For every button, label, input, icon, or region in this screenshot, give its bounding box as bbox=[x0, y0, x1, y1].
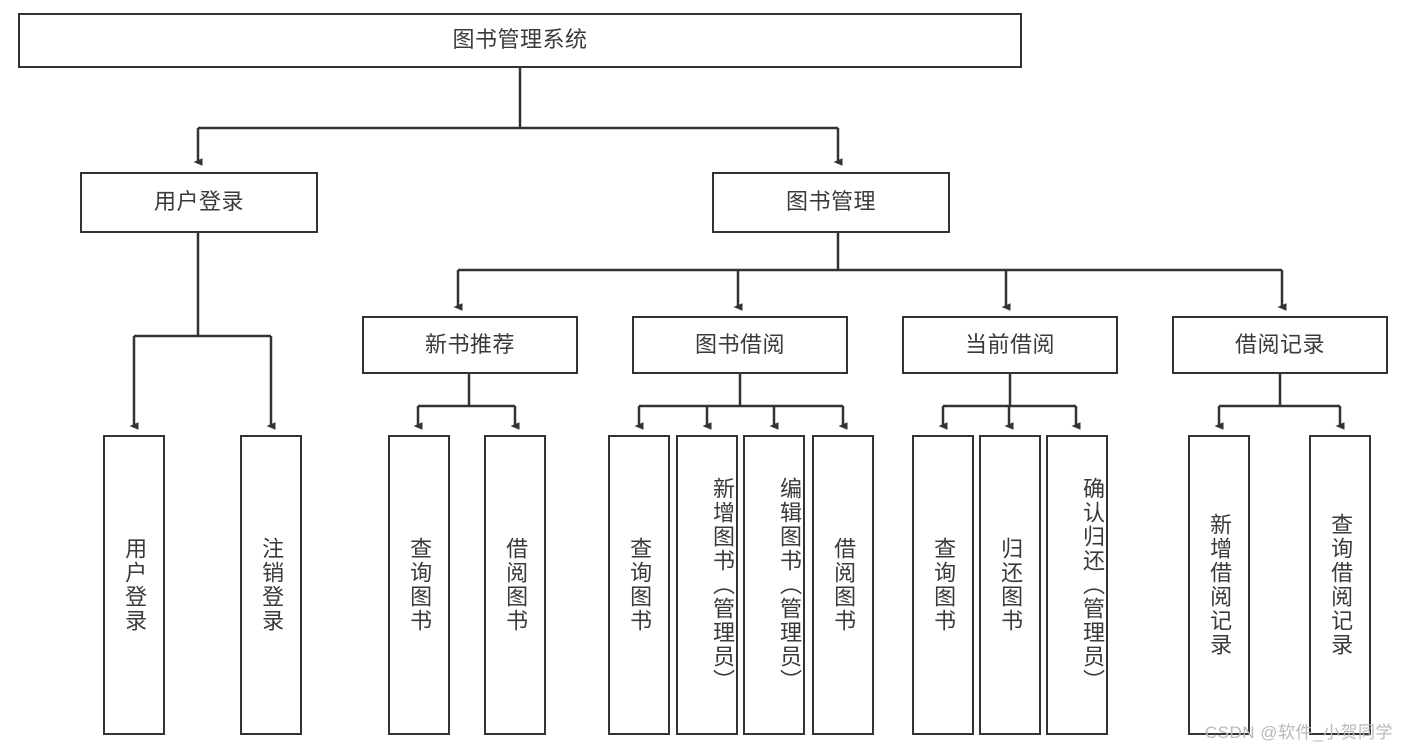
node-borrow-records[interactable]: 借阅记录 bbox=[1172, 316, 1388, 374]
edges-root-to-level1 bbox=[193, 68, 843, 166]
node-leaf-edit-book[interactable]: 编辑图书（管理员） bbox=[743, 435, 805, 735]
edges-new-book-to-leaves bbox=[413, 374, 520, 430]
node-user-login[interactable]: 用户登录 bbox=[80, 172, 318, 233]
node-root-system[interactable]: 图书管理系统 bbox=[18, 13, 1022, 68]
node-root-system-label: 图书管理系统 bbox=[452, 27, 588, 53]
node-leaf-add-borrow-record-label: 新增借阅记录 bbox=[1207, 513, 1233, 657]
node-book-management[interactable]: 图书管理 bbox=[712, 172, 950, 233]
edges-user-login-to-leaves bbox=[129, 233, 276, 430]
node-leaf-add-book-label: 新增图书（管理员） bbox=[710, 477, 735, 693]
csdn-watermark: CSDN @软件_小贺同学 bbox=[1204, 723, 1393, 742]
node-leaf-borrow-book[interactable]: 借阅图书 bbox=[812, 435, 874, 735]
node-leaf-query-book-current-label: 查询图书 bbox=[931, 537, 957, 633]
node-leaf-borrow-book-recommend[interactable]: 借阅图书 bbox=[484, 435, 546, 735]
node-leaf-query-book-borrow[interactable]: 查询图书 bbox=[608, 435, 670, 735]
node-leaf-borrow-book-recommend-label: 借阅图书 bbox=[503, 537, 529, 633]
node-borrow-records-label: 借阅记录 bbox=[1234, 331, 1325, 357]
node-current-borrow[interactable]: 当前借阅 bbox=[902, 316, 1118, 374]
node-leaf-query-book-current[interactable]: 查询图书 bbox=[912, 435, 974, 735]
node-leaf-logout-label: 注销登录 bbox=[259, 537, 285, 633]
node-book-borrow[interactable]: 图书借阅 bbox=[632, 316, 848, 374]
node-leaf-edit-book-label: 编辑图书（管理员） bbox=[777, 477, 802, 693]
node-book-management-label: 图书管理 bbox=[785, 189, 876, 215]
node-leaf-user-login[interactable]: 用户登录 bbox=[103, 435, 165, 735]
node-leaf-confirm-return[interactable]: 确认归还（管理员） bbox=[1046, 435, 1108, 735]
node-book-borrow-label: 图书借阅 bbox=[694, 331, 785, 357]
node-current-borrow-label: 当前借阅 bbox=[964, 331, 1055, 357]
node-leaf-logout[interactable]: 注销登录 bbox=[240, 435, 302, 735]
node-leaf-borrow-book-label: 借阅图书 bbox=[831, 537, 857, 633]
edges-current-borrow-to-leaves bbox=[938, 374, 1081, 430]
node-user-login-label: 用户登录 bbox=[153, 189, 244, 215]
edges-borrow-records-to-leaves bbox=[1214, 374, 1345, 430]
node-leaf-query-book-recommend-label: 查询图书 bbox=[407, 537, 433, 633]
node-leaf-query-book-borrow-label: 查询图书 bbox=[627, 537, 653, 633]
node-leaf-confirm-return-label: 确认归还（管理员） bbox=[1080, 477, 1105, 693]
node-leaf-query-book-recommend[interactable]: 查询图书 bbox=[388, 435, 450, 735]
edges-book-mgmt-to-level2 bbox=[453, 233, 1287, 311]
node-leaf-add-borrow-record[interactable]: 新增借阅记录 bbox=[1188, 435, 1250, 735]
node-leaf-return-book[interactable]: 归还图书 bbox=[979, 435, 1041, 735]
node-leaf-query-borrow-record[interactable]: 查询借阅记录 bbox=[1309, 435, 1371, 735]
node-leaf-return-book-label: 归还图书 bbox=[998, 537, 1024, 633]
node-new-book-recommend-label: 新书推荐 bbox=[424, 331, 515, 357]
node-leaf-user-login-label: 用户登录 bbox=[122, 537, 148, 633]
node-leaf-add-book[interactable]: 新增图书（管理员） bbox=[676, 435, 738, 735]
node-new-book-recommend[interactable]: 新书推荐 bbox=[362, 316, 578, 374]
edges-book-borrow-to-leaves bbox=[634, 374, 848, 430]
node-leaf-query-borrow-record-label: 查询借阅记录 bbox=[1328, 513, 1354, 657]
